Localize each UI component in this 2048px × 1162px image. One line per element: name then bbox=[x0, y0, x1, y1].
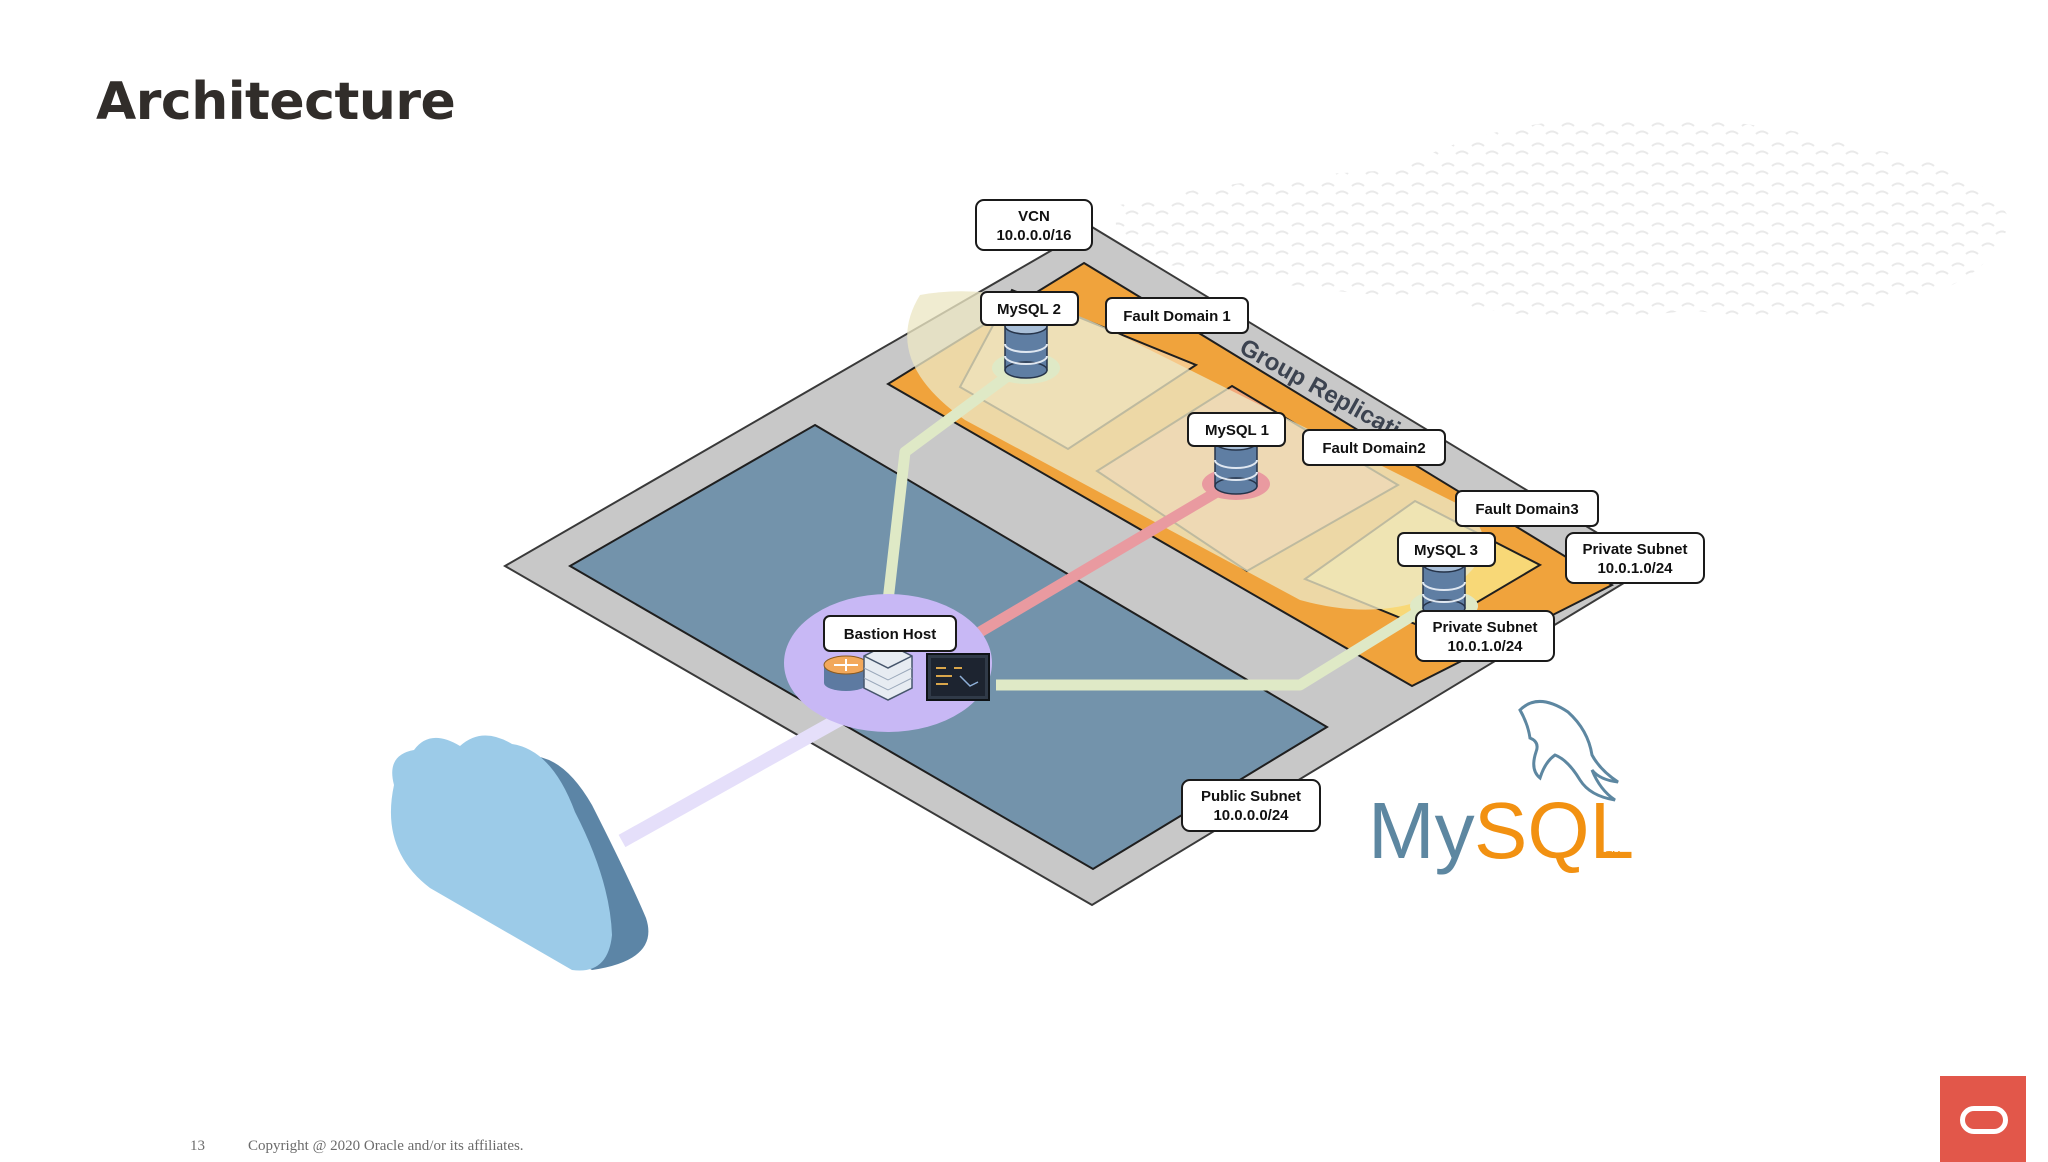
private-subnet-lower-line-1: Private Subnet bbox=[1432, 619, 1537, 636]
fault-domain-3-label-text: Fault Domain3 bbox=[1475, 501, 1578, 518]
vcn-label: VCN 10.0.0.0/16 bbox=[975, 199, 1093, 251]
public-subnet-label-line-1: Public Subnet bbox=[1201, 788, 1301, 805]
fault-domain-3-label: Fault Domain3 bbox=[1455, 490, 1599, 527]
page-number: 13 bbox=[190, 1138, 205, 1154]
connection-cloud-bastion bbox=[618, 712, 844, 848]
mysql-logo-my: My bbox=[1368, 786, 1475, 875]
vcn-platform bbox=[503, 225, 1654, 907]
private-subnet-right-line-2: 10.0.1.0/24 bbox=[1597, 560, 1673, 577]
connection-bastion-mysql3 bbox=[996, 601, 1431, 691]
fault-domain-1-label: Fault Domain 1 bbox=[1105, 297, 1249, 334]
background-texture bbox=[1115, 115, 2010, 318]
connection-bastion-mysql2 bbox=[882, 359, 1028, 602]
page-title: Architecture bbox=[96, 72, 456, 132]
mysql-2-label: MySQL 2 bbox=[980, 291, 1079, 326]
internet-cloud-icon bbox=[390, 735, 649, 971]
mysql-2-label-text: MySQL 2 bbox=[997, 301, 1061, 318]
server-icon bbox=[863, 643, 913, 701]
mysql-dolphin-icon bbox=[1518, 700, 1619, 802]
router-icon bbox=[823, 655, 869, 691]
mysql-1-label: MySQL 1 bbox=[1187, 412, 1286, 447]
private-subnet-label-lower: Private Subnet 10.0.1.0/24 bbox=[1415, 610, 1555, 662]
fault-domain-2-label: Fault Domain2 bbox=[1302, 429, 1446, 466]
fault-domain-2-label-text: Fault Domain2 bbox=[1322, 440, 1425, 457]
bastion-host-label: Bastion Host bbox=[823, 615, 957, 652]
mysql-3-label: MySQL 3 bbox=[1397, 532, 1496, 567]
vcn-label-line-2: 10.0.0.0/16 bbox=[996, 227, 1071, 244]
vcn-label-line-1: VCN bbox=[1018, 208, 1050, 225]
bastion-host-label-text: Bastion Host bbox=[844, 626, 937, 643]
connection-bastion-mysql1 bbox=[977, 478, 1235, 637]
private-subnet-right-line-1: Private Subnet bbox=[1582, 541, 1687, 558]
mysql-logo-sql: SQL bbox=[1474, 786, 1634, 875]
private-subnet-label-right: Private Subnet 10.0.1.0/24 bbox=[1565, 532, 1705, 584]
public-subnet-label-line-2: 10.0.0.0/24 bbox=[1213, 807, 1289, 824]
terminal-icon bbox=[926, 653, 990, 701]
mysql-3-label-text: MySQL 3 bbox=[1414, 542, 1478, 559]
fault-domain-1-label-text: Fault Domain 1 bbox=[1123, 308, 1231, 325]
oracle-logo bbox=[1940, 1076, 2026, 1162]
mysql-logo-tm: TM bbox=[1606, 850, 1620, 861]
public-subnet-label: Public Subnet 10.0.0.0/24 bbox=[1181, 779, 1321, 832]
private-subnet-lower-line-2: 10.0.1.0/24 bbox=[1447, 638, 1523, 655]
copyright-notice: Copyright @ 2020 Oracle and/or its affil… bbox=[248, 1138, 524, 1154]
mysql-logo: My SQL TM bbox=[1368, 700, 1634, 875]
mysql-1-label-text: MySQL 1 bbox=[1205, 422, 1269, 439]
oracle-ring-icon bbox=[1960, 1106, 2008, 1134]
